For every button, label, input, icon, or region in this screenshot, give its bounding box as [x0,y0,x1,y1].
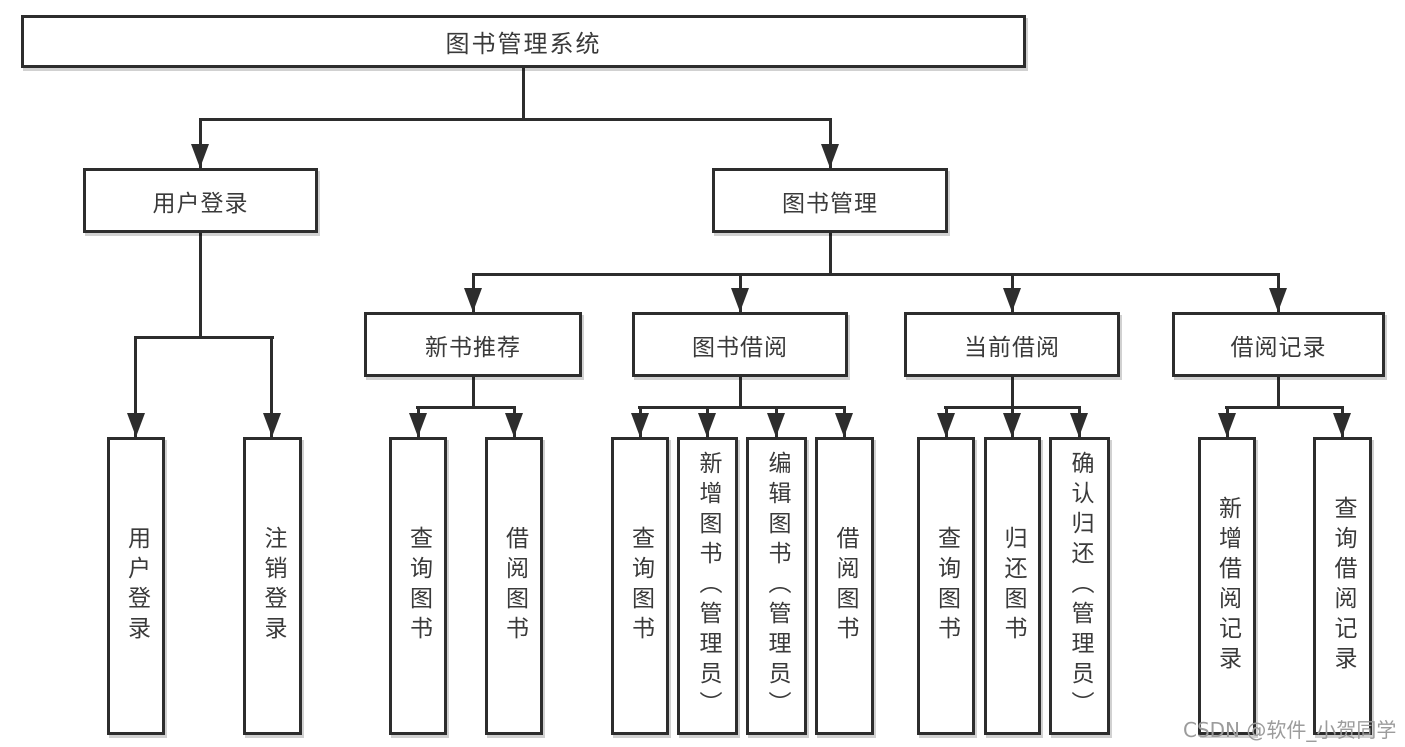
node-book-borrow: 图书借阅 [632,312,848,377]
arrow-down-icon [698,413,716,437]
connector-root-stub [522,65,525,121]
node-borrow-records: 借阅记录 [1172,312,1385,377]
connector-current-stub [1011,375,1014,408]
arrow-down-icon [1269,288,1287,312]
leaf-query-book-recommend: 查询图书 [389,437,447,735]
leaf-borrow-book: 借阅图书 [815,437,874,735]
connector-recommend-bus [416,406,516,409]
arrow-down-icon [767,413,785,437]
leaf-add-book-admin: 新增图书（管理员） [677,437,738,735]
node-book-management-branch: 图书管理 [712,168,948,233]
connector-user-login-stub [199,231,202,338]
arrow-down-icon [731,288,749,312]
arrow-down-icon [464,288,482,312]
arrow-down-icon [1218,413,1236,437]
node-new-book-recommend: 新书推荐 [364,312,582,377]
leaf-query-borrow-record: 查询借阅记录 [1313,437,1372,735]
arrow-down-icon [631,413,649,437]
leaf-add-borrow-record: 新增借阅记录 [1198,437,1256,735]
leaf-edit-book-admin: 编辑图书（管理员） [746,437,807,735]
csdn-watermark: CSDN @软件_小贺同学 [1183,718,1397,742]
arrow-down-icon [409,413,427,437]
arrow-down-icon [1003,413,1021,437]
connector-book-management-bus [472,273,1280,276]
leaf-logout: 注销登录 [243,437,302,735]
leaf-query-book-current: 查询图书 [917,437,975,735]
arrow-down-icon [821,144,839,168]
connector-borrow-bus [638,406,846,409]
connector-records-stub [1277,375,1280,408]
connector-to-leaf [134,336,137,437]
connector-to-leaf [270,336,273,437]
connector-root-bus [199,118,831,121]
arrow-down-icon [127,413,145,437]
connector-recommend-stub [472,375,475,408]
node-current-borrow: 当前借阅 [904,312,1120,377]
leaf-user-login: 用户登录 [107,437,165,735]
arrow-down-icon [937,413,955,437]
arrow-down-icon [835,413,853,437]
connector-book-management-stub [829,231,832,275]
connector-user-login-bus [134,336,274,339]
connector-borrow-stub [739,375,742,408]
arrow-down-icon [191,144,209,168]
node-library-management-system: 图书管理系统 [21,15,1026,68]
arrow-down-icon [1070,413,1088,437]
leaf-borrow-book-recommend: 借阅图书 [485,437,543,735]
connector-to-user-login [199,118,202,168]
connector-to-book-management [829,118,832,168]
arrow-down-icon [263,413,281,437]
leaf-confirm-return-admin: 确认归还（管理员） [1049,437,1110,735]
node-user-login-branch: 用户登录 [83,168,318,233]
leaf-query-book-borrow: 查询图书 [611,437,669,735]
arrow-down-icon [505,413,523,437]
arrow-down-icon [1003,288,1021,312]
leaf-return-book: 归还图书 [984,437,1041,735]
connector-records-bus [1225,406,1344,409]
arrow-down-icon [1333,413,1351,437]
